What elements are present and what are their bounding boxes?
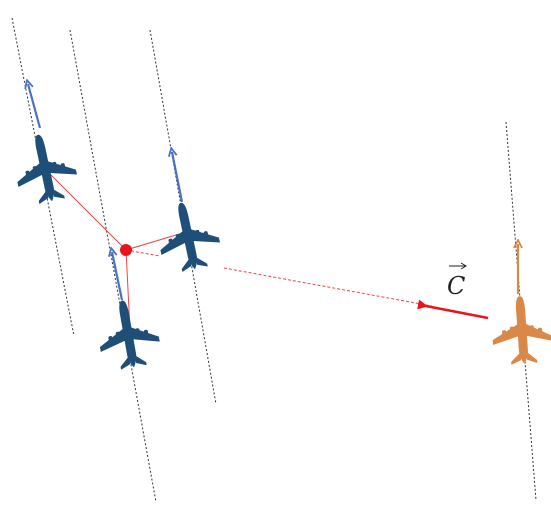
heading-arrow (112, 252, 124, 301)
heading-arrow (28, 84, 42, 129)
vector-overarrow-icon (449, 262, 467, 270)
link-line (45, 169, 127, 251)
airplane-icon (489, 293, 551, 367)
heading-vectors (28, 84, 184, 301)
heading-arrow (172, 152, 184, 203)
dot-icon (120, 244, 132, 256)
airplane-icon (8, 128, 82, 208)
formation-aircraft (8, 128, 225, 373)
guide-lines (11, 17, 537, 503)
guide-line (69, 29, 157, 503)
centroid-links (45, 169, 433, 331)
vector-label: C (447, 272, 466, 300)
airplane-icon (151, 196, 225, 276)
correction-vector (417, 299, 489, 320)
link-line (223, 267, 433, 307)
airplane-icon (92, 295, 164, 373)
